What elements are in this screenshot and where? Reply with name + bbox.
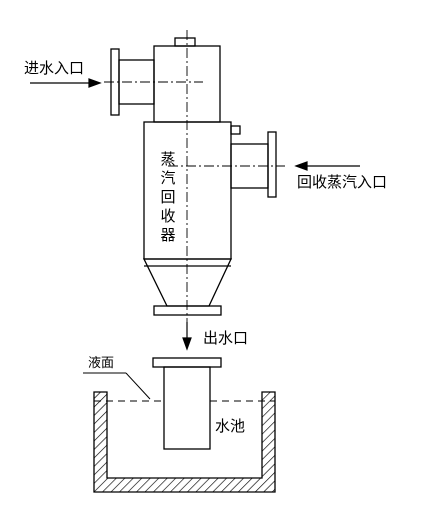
body-lug [230, 125, 241, 135]
top-cap [174, 37, 196, 47]
main-body [143, 121, 232, 260]
pool-wall [93, 391, 276, 493]
receiving-pipe-flange [152, 357, 222, 368]
steam-inlet-label: 回收蒸汽入口 [297, 173, 388, 191]
outlet-arrowhead [182, 337, 192, 351]
water-inlet-label: 进水入口 [24, 59, 85, 77]
liquid-surface-label: 液面 [88, 356, 115, 371]
outlet-flange [153, 305, 222, 316]
water-outlet-label: 出水口 [203, 329, 249, 347]
receiving-pipe [163, 366, 211, 450]
recovery-device-label: 蒸汽回收器 [160, 150, 176, 244]
steam-inlet-arrowhead [294, 161, 308, 171]
water-inlet-arrowhead [88, 78, 102, 88]
steam-inlet-flange [267, 131, 277, 198]
liquid-surface-leader-d [125, 372, 151, 400]
pool-label: 水池 [215, 417, 246, 435]
